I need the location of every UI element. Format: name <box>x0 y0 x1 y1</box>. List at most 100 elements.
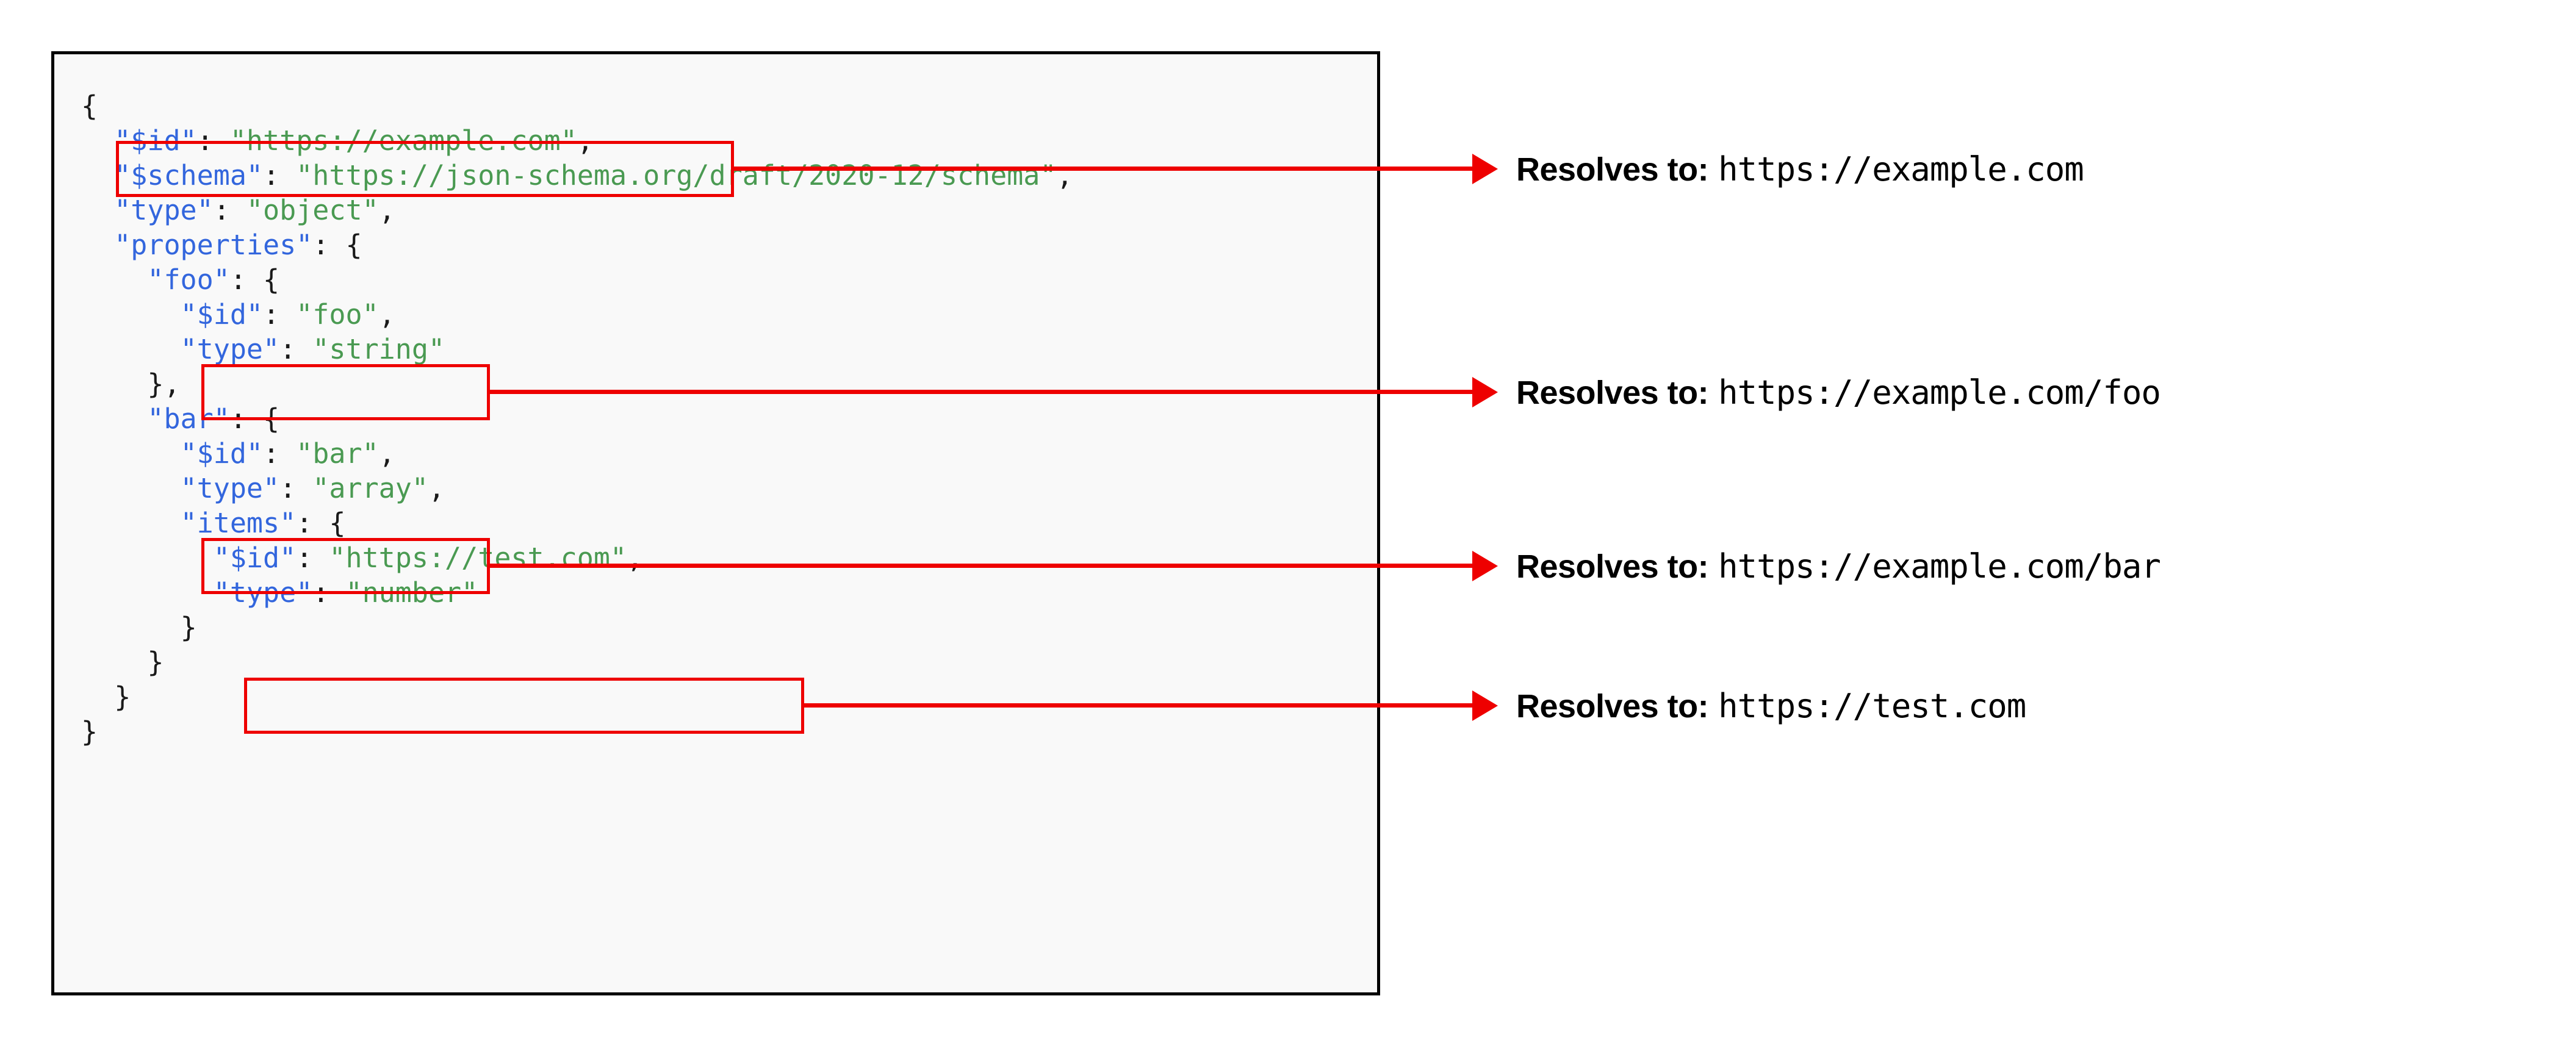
code-line: } <box>81 610 1073 645</box>
code-line: "$id": "https://example.com", <box>81 123 1073 158</box>
code-indent <box>81 611 181 643</box>
code-tail: , <box>378 437 395 470</box>
code-key: "$id" <box>213 542 297 574</box>
code-key: "foo" <box>147 263 230 296</box>
code-key: "type" <box>213 576 313 609</box>
resolves-to-url: https://example.com/foo <box>1718 373 2161 412</box>
code-line: "$schema": "https://json-schema.org/draf… <box>81 158 1073 193</box>
code-line: } <box>81 645 1073 679</box>
code-line: "type": "string" <box>81 332 1073 367</box>
code-line: "items": { <box>81 506 1073 540</box>
code-sep: : <box>229 263 264 296</box>
code-tail: , <box>627 542 644 574</box>
code-indent <box>81 403 147 435</box>
resolves-to-url: https://example.com <box>1718 150 2084 188</box>
json-schema-code-panel: { "$id": "https://example.com", "$schema… <box>51 51 1380 995</box>
code-key: "$schema" <box>114 159 264 192</box>
code-tail: { <box>263 403 280 435</box>
resolves-to-label: Resolves to: <box>1516 375 1709 411</box>
code-value: "bar" <box>296 437 379 470</box>
code-sep: : <box>312 229 346 261</box>
code-tail: { <box>263 263 280 296</box>
code-tail: }, <box>147 368 181 400</box>
code-value: "string" <box>312 333 445 365</box>
arrow-head-id-items <box>1472 690 1498 721</box>
resolves-to-label: Resolves to: <box>1516 151 1709 188</box>
code-indent <box>81 194 114 226</box>
code-key: "$id" <box>180 298 264 331</box>
code-tail: , <box>428 472 445 504</box>
code-sep: : <box>312 576 346 609</box>
code-sep: : <box>279 472 313 504</box>
code-tail: , <box>378 298 395 331</box>
code-tail: } <box>180 611 197 643</box>
code-key: "type" <box>114 194 214 226</box>
code-value: "foo" <box>296 298 379 331</box>
code-line: "$id": "bar", <box>81 436 1073 471</box>
arrow-head-id-foo <box>1472 377 1498 407</box>
code-sep: : <box>263 298 297 331</box>
code-value: "https://json-schema.org/draft/2020-12/s… <box>296 159 1057 192</box>
code-indent <box>81 159 114 192</box>
code-tail: } <box>81 715 98 748</box>
code-tail: { <box>345 229 362 261</box>
code-sep: : <box>296 507 329 539</box>
arrow-line-id-bar <box>488 564 1473 568</box>
code-indent <box>81 124 114 157</box>
code-indent <box>81 472 181 504</box>
code-key: "type" <box>180 333 280 365</box>
arrow-line-id-root <box>732 167 1473 171</box>
code-line: "foo": { <box>81 262 1073 297</box>
code-line: "type": "array", <box>81 471 1073 506</box>
code-sep: : <box>213 194 246 226</box>
code-indent <box>81 229 114 261</box>
code-indent <box>81 437 181 470</box>
arrow-line-id-foo <box>488 390 1473 394</box>
code-line: "$id": "https://test.com", <box>81 540 1073 575</box>
resolves-to-label: Resolves to: <box>1516 688 1709 725</box>
arrow-head-id-bar <box>1472 551 1498 581</box>
code-tail: , <box>1056 159 1073 192</box>
code-sep: : <box>263 437 297 470</box>
resolves-to-url: https://example.com/bar <box>1718 547 2161 586</box>
arrow-head-id-root <box>1472 154 1498 184</box>
code-key: "properties" <box>114 229 313 261</box>
resolves-to-row-id-foo: Resolves to: https://example.com/foo <box>1516 373 2161 412</box>
code-key: "$id" <box>114 124 197 157</box>
code-indent <box>81 507 181 539</box>
code-key: "$id" <box>180 437 264 470</box>
code-sep: : <box>229 403 264 435</box>
code-value: "array" <box>312 472 428 504</box>
code-tail: } <box>147 646 164 678</box>
code-sep: : <box>263 159 297 192</box>
code-tail: { <box>81 90 98 122</box>
code-key: "type" <box>180 472 280 504</box>
code-sep: : <box>196 124 230 157</box>
code-indent <box>81 333 181 365</box>
arrow-line-id-items <box>802 703 1473 708</box>
code-line: "properties": { <box>81 228 1073 262</box>
code-tail: } <box>114 681 131 713</box>
code-line: "$id": "foo", <box>81 297 1073 332</box>
code-indent <box>81 542 214 574</box>
code-line: { <box>81 88 1073 123</box>
resolves-to-url: https://test.com <box>1718 687 2026 725</box>
code-tail: { <box>329 507 346 539</box>
code-line: "type": "number" <box>81 575 1073 610</box>
code-line: } <box>81 714 1073 749</box>
code-indent <box>81 681 114 713</box>
code-tail: , <box>378 194 395 226</box>
code-sep: : <box>296 542 329 574</box>
code-sep: : <box>279 333 313 365</box>
code-value: "https://example.com" <box>229 124 577 157</box>
code-indent <box>81 368 147 400</box>
code-line: } <box>81 679 1073 714</box>
code-indent <box>81 298 181 331</box>
code-key: "items" <box>180 507 297 539</box>
resolves-to-row-id-root: Resolves to: https://example.com <box>1516 150 2084 188</box>
code-indent <box>81 646 147 678</box>
resolves-to-row-id-bar: Resolves to: https://example.com/bar <box>1516 547 2161 586</box>
code-line: "type": "object", <box>81 193 1073 228</box>
code-value: "number" <box>345 576 478 609</box>
